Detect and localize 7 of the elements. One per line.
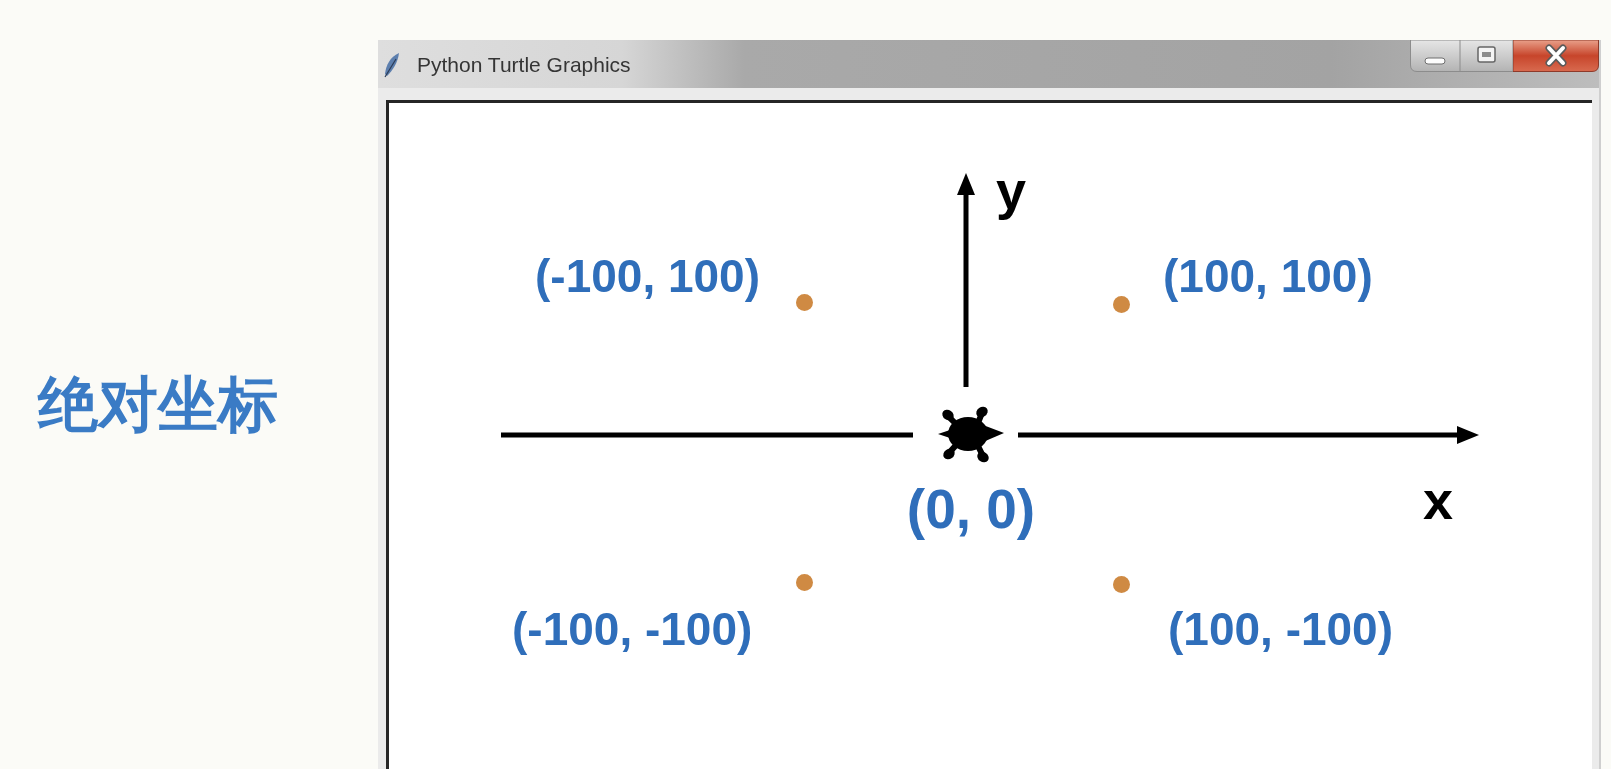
window-title: Python Turtle Graphics — [417, 54, 631, 75]
point-marker — [1113, 296, 1130, 313]
point-marker — [796, 574, 813, 591]
point-marker — [1113, 576, 1130, 593]
axis-label: x — [1423, 473, 1454, 527]
point-marker — [796, 294, 813, 311]
slide-title: 绝对坐标 — [38, 375, 278, 435]
